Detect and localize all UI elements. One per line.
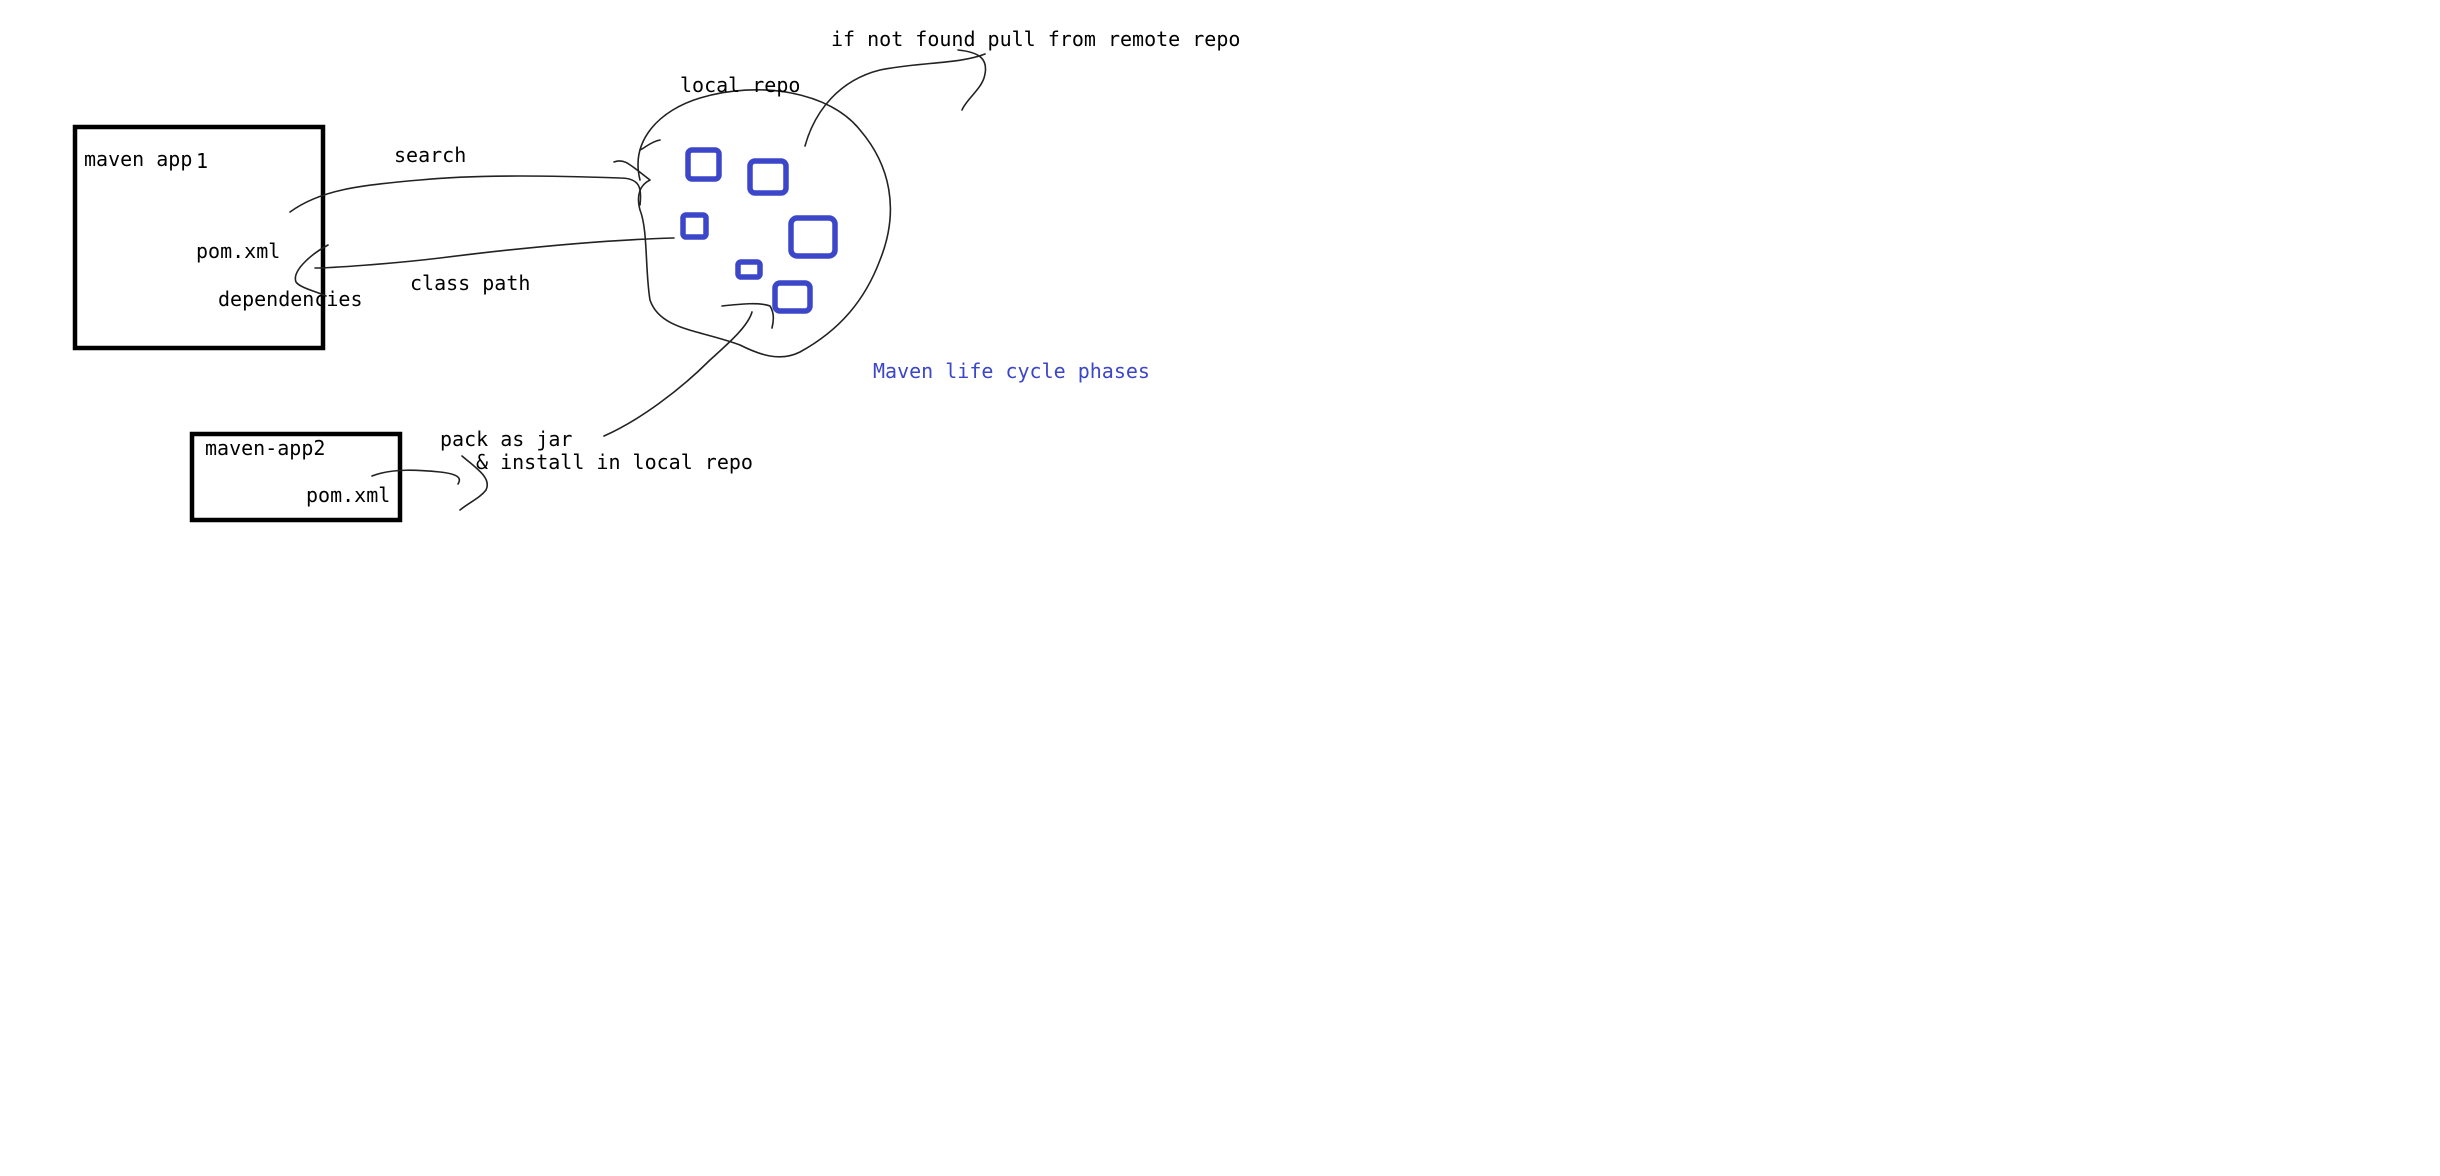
local-repo-blob (613, 89, 892, 358)
local-repo-label: local repo (680, 73, 800, 97)
remote-repo-label: if not found pull from remote repo (831, 27, 1240, 51)
maven-app1-dependencies-label: dependencies (218, 287, 363, 311)
artifact-square (772, 280, 813, 314)
artifact-square (735, 259, 763, 280)
artifact-square (747, 158, 789, 196)
maven-app1-box (72, 124, 326, 351)
artifact-square (788, 215, 838, 259)
maven-app2-pom-label: pom.xml (306, 483, 390, 507)
maven-app1-number: 1 (196, 149, 208, 173)
lifecycle-label: Maven life cycle phases (873, 359, 1150, 383)
maven-app1-title: maven app (84, 147, 192, 171)
search-arrow (289, 175, 642, 213)
class-path-arrow (294, 237, 675, 297)
remote-repo-arrow (804, 49, 987, 147)
pack-install-arrow (603, 311, 753, 437)
pack-label-line2: & install in local repo (476, 450, 753, 474)
search-label: search (394, 143, 466, 167)
maven-app2-title: maven-app2 (205, 436, 325, 460)
pack-install-hook (371, 455, 489, 511)
artifact-square (680, 212, 709, 240)
artifact-square (685, 147, 722, 182)
pack-label-line1: pack as jar (440, 427, 572, 451)
maven-app1-pom-label: pom.xml (196, 239, 280, 263)
maven-app2-box (189, 431, 403, 523)
local-repo-blob-tail (639, 139, 775, 329)
class-path-label: class path (410, 271, 530, 295)
